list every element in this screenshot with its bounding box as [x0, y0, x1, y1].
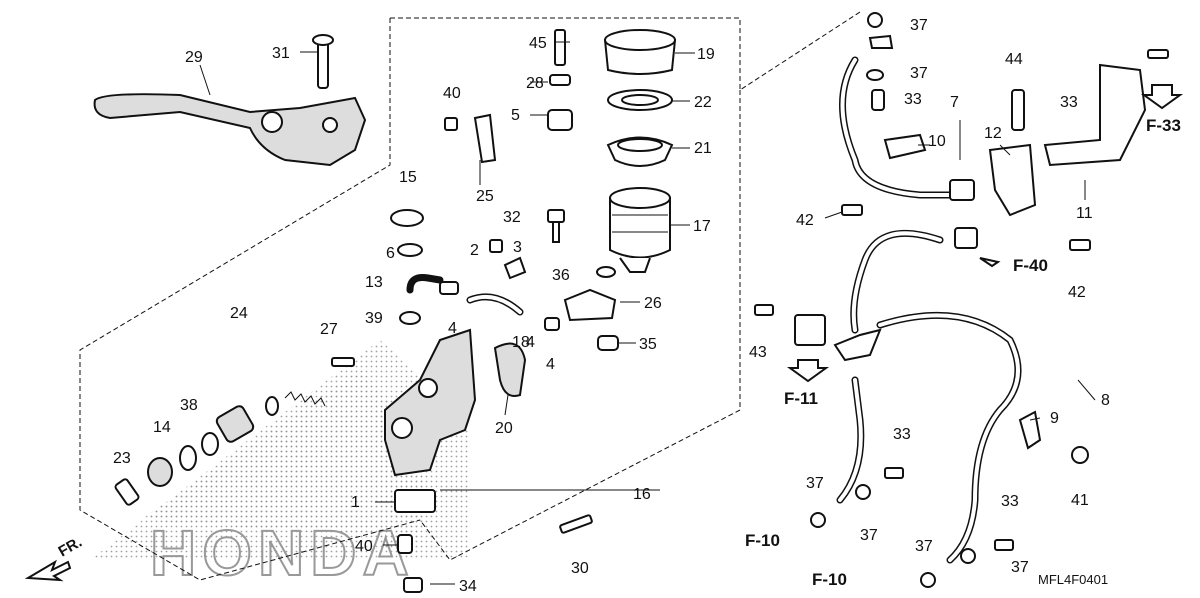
master-cylinder-body	[384, 328, 477, 513]
right-arrow-icon	[979, 257, 1001, 268]
small-fittings	[390, 113, 619, 593]
callout-33: 33	[904, 91, 922, 108]
watermark-brand: HONDA	[150, 517, 415, 589]
callout-37: 37	[910, 65, 928, 82]
callout-15: 15	[399, 169, 417, 186]
callout-9: 9	[1050, 410, 1059, 427]
callout-1: 1	[351, 494, 360, 511]
master-cylinder-piston-set	[114, 357, 355, 506]
callout-34: 34	[459, 578, 477, 595]
leader-lines	[199, 41, 1096, 585]
ref-f10: F-10	[745, 531, 780, 550]
callout-40: 40	[355, 538, 373, 555]
callout-3: 3	[513, 239, 522, 256]
callout-19: 19	[697, 46, 715, 63]
callout-39: 39	[365, 310, 383, 327]
callout-37: 37	[1011, 559, 1029, 576]
ref-f33: F-33	[1146, 116, 1181, 135]
down-arrow-icon	[786, 359, 830, 383]
callout-40: 40	[443, 85, 461, 102]
callout-21: 21	[694, 140, 712, 157]
callout-27: 27	[320, 321, 338, 338]
callout-45: 45	[529, 35, 547, 52]
drawing-code: MFL4F0401	[1038, 572, 1108, 587]
ref-f40: F-40	[1013, 256, 1048, 275]
diaphragm	[606, 136, 674, 167]
callout-25: 25	[476, 188, 494, 205]
callout-42: 42	[796, 212, 814, 229]
wing-emblem-watermark	[90, 340, 470, 560]
callout-35: 35	[639, 336, 657, 353]
callout-42: 42	[1068, 284, 1086, 301]
brake-lever	[93, 34, 367, 167]
reservoir-tank	[609, 187, 671, 273]
callout-17: 17	[693, 218, 711, 235]
callout-41: 41	[1071, 492, 1089, 509]
figure-references: F-33 F-40 F-11 F-10 F-10	[745, 84, 1184, 589]
callout-32: 32	[503, 209, 521, 226]
callout-28: 28	[526, 75, 544, 92]
callout-23: 23	[113, 450, 131, 467]
callout-4: 4	[448, 320, 457, 337]
ref-f11: F-11	[784, 389, 818, 408]
front-direction-indicator: FR.	[24, 534, 85, 582]
diaphragm-plate	[607, 89, 673, 111]
callout-37: 37	[910, 17, 928, 34]
callout-7: 7	[950, 94, 959, 111]
callout-4: 4	[526, 334, 535, 351]
callout-4: 4	[546, 356, 555, 373]
callout-20: 20	[495, 420, 513, 437]
front-arrow-icon	[24, 559, 72, 582]
callout-36: 36	[552, 267, 570, 284]
callout-5: 5	[511, 107, 520, 124]
callout-14: 14	[153, 419, 171, 436]
callout-30: 30	[571, 560, 589, 577]
callout-6: 6	[386, 245, 395, 262]
reservoir-bolts	[547, 29, 573, 243]
callout-37: 37	[860, 527, 878, 544]
callout-37: 37	[915, 538, 933, 555]
callout-33: 33	[1060, 94, 1078, 111]
callout-22: 22	[694, 94, 712, 111]
callout-33: 33	[1001, 493, 1019, 510]
brake-hoses	[794, 56, 1042, 564]
callout-2: 2	[470, 242, 479, 259]
callout-10: 10	[928, 133, 946, 150]
ref-f10: F-10	[812, 570, 847, 589]
callout-11: 11	[1076, 205, 1093, 222]
front-label: FR.	[56, 534, 85, 561]
callout-31: 31	[272, 45, 290, 62]
callout-38: 38	[180, 397, 198, 414]
brake-hose-fittings	[754, 12, 1169, 588]
callout-26: 26	[644, 295, 662, 312]
callout-33: 33	[893, 426, 911, 443]
callout-labels: 1 2 3 4 4 4 5 6 7 8 9 10 11 12 13 14 15 …	[113, 17, 1110, 595]
callout-18: 18	[512, 334, 530, 351]
callout-43: 43	[749, 344, 767, 361]
callout-16: 16	[633, 486, 651, 503]
assembly-outline	[79, 11, 861, 581]
callout-44: 44	[1005, 51, 1023, 68]
reservoir-cap	[603, 29, 677, 75]
callout-13: 13	[365, 274, 383, 291]
callout-8: 8	[1101, 392, 1110, 409]
down-arrow-icon	[1140, 84, 1184, 110]
callout-37: 37	[806, 475, 824, 492]
callout-29: 29	[185, 49, 203, 66]
callout-12: 12	[984, 125, 1002, 142]
callout-24: 24	[230, 305, 248, 322]
